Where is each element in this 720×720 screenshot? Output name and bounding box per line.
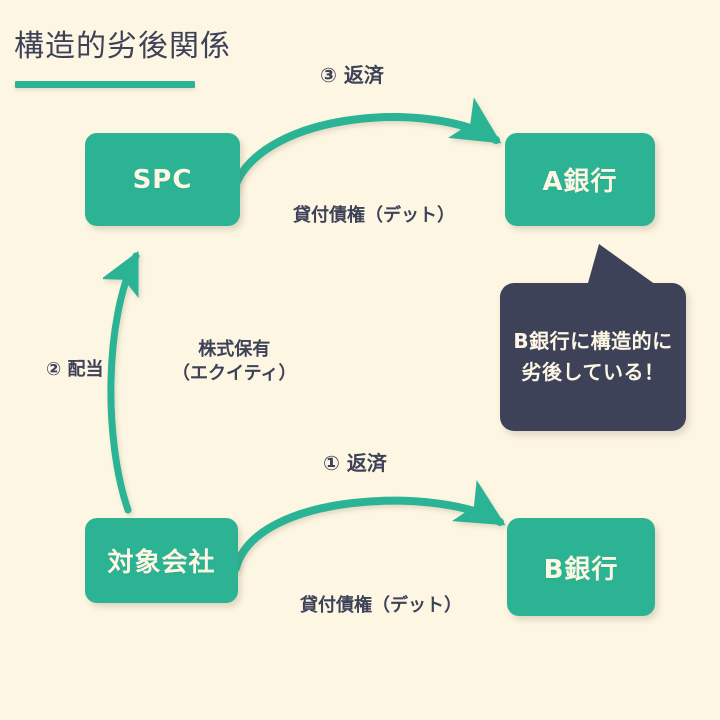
arrow-step2-dividend bbox=[100, 250, 140, 514]
label-step3-repayment: ③ 返済 bbox=[320, 63, 384, 87]
callout-line-1: B銀行に構造的に bbox=[513, 329, 673, 353]
node-spc-label: SPC bbox=[132, 164, 193, 195]
label-equity-holding: 株式保有 （エクイティ） bbox=[172, 338, 297, 386]
callout-bubble: B銀行に構造的に 劣後している！ bbox=[500, 283, 686, 431]
label-step2-dividend: ② 配当 bbox=[46, 359, 104, 380]
node-bank-a[interactable]: A銀行 bbox=[505, 133, 655, 226]
label-step1-repayment: ① 返済 bbox=[323, 451, 387, 475]
arrow-step3-repayment bbox=[228, 97, 502, 200]
callout-line-2: 劣後している！ bbox=[521, 360, 665, 384]
arrow-step1-repayment bbox=[232, 480, 506, 572]
title-underline bbox=[15, 81, 195, 88]
node-bank-b[interactable]: B銀行 bbox=[507, 518, 655, 616]
node-spc[interactable]: SPC bbox=[85, 133, 240, 226]
label-loan-claim-b: 貸付債権（デット） bbox=[300, 595, 462, 616]
label-equity-holding-line1: 株式保有 bbox=[198, 339, 271, 360]
callout-tail bbox=[586, 244, 663, 290]
node-target-company[interactable]: 対象会社 bbox=[85, 518, 238, 603]
node-target-company-label: 対象会社 bbox=[107, 548, 216, 578]
label-equity-holding-line2: （エクイティ） bbox=[172, 362, 297, 384]
page-title: 構造的劣後関係 bbox=[14, 29, 231, 64]
node-bank-a-label: A銀行 bbox=[542, 167, 618, 197]
node-bank-b-label: B銀行 bbox=[543, 554, 619, 585]
label-loan-claim-a: 貸付債権（デット） bbox=[293, 205, 455, 226]
callout-bubble-text: B銀行に構造的に 劣後している！ bbox=[500, 283, 686, 431]
